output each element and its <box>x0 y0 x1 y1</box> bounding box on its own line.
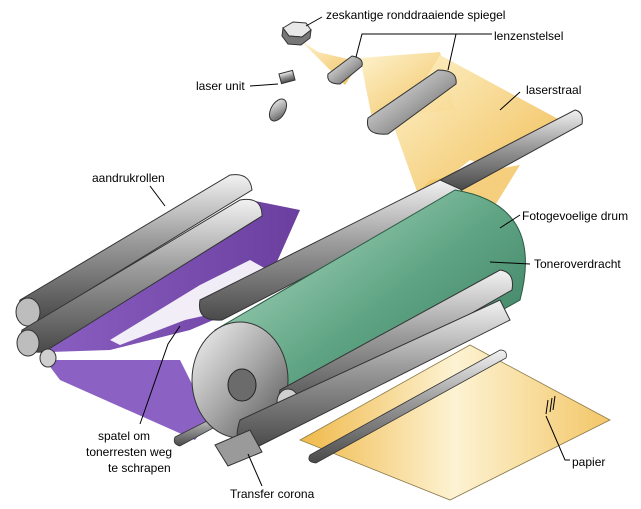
leader-lens-2 <box>447 33 457 71</box>
label-spatula-line2: tonerresten weg <box>86 445 172 459</box>
leader-lens <box>355 33 492 58</box>
label-paper: papier <box>572 455 605 469</box>
lens-large <box>366 69 457 135</box>
label-lens-system: lenzenstelsel <box>494 29 563 43</box>
roller-bottom-end <box>16 329 40 357</box>
label-mirror: zeskantige ronddraaiende spiegel <box>326 8 505 22</box>
leader-photo-drum <box>499 214 521 229</box>
leader-rollers <box>149 185 166 207</box>
leader-spatula <box>139 325 181 425</box>
leader-lines <box>139 16 570 487</box>
label-transfer-corona: Transfer corona <box>230 487 315 501</box>
lens-system <box>327 55 457 135</box>
drum-assembly <box>191 109 583 467</box>
belt-inner-window <box>110 260 268 345</box>
label-spatula-line1: spatel om <box>98 429 150 443</box>
roller-small-end <box>39 348 57 368</box>
paper-scribble <box>545 395 556 415</box>
label-pressure-rollers: aandrukrollen <box>92 171 165 185</box>
laser-unit-box <box>278 69 296 85</box>
label-photo-drum: Fotogevoelige drum <box>522 209 628 223</box>
corona-trough <box>214 429 263 467</box>
lens-small <box>327 55 363 85</box>
laser-unit <box>268 69 296 122</box>
labels: zeskantige ronddraaiende spiegel lenzens… <box>86 8 628 501</box>
paper-sheet <box>299 344 611 501</box>
label-laser-unit: laser unit <box>196 79 245 93</box>
mirror-side <box>281 26 312 46</box>
belt-surface-bottom <box>45 360 210 440</box>
hexagonal-mirror <box>281 21 312 46</box>
leader-transfer-corona <box>247 453 263 487</box>
leader-laser-unit <box>249 83 279 87</box>
label-spatula-line3: te schrapen <box>108 461 171 475</box>
drum-hub <box>227 368 257 402</box>
leader-mirror <box>305 16 323 27</box>
laser-unit-lens <box>268 98 288 122</box>
label-toner-transfer: Toneroverdracht <box>534 257 621 271</box>
leader-paper <box>545 415 570 461</box>
pressure-rollers <box>15 174 263 368</box>
feed-rod-front <box>308 349 507 464</box>
rail-top-rod <box>438 109 583 191</box>
leader-toner-transfer <box>489 261 531 265</box>
leader-laser-beam <box>499 91 521 111</box>
label-laser-beam: laserstraal <box>526 83 581 97</box>
